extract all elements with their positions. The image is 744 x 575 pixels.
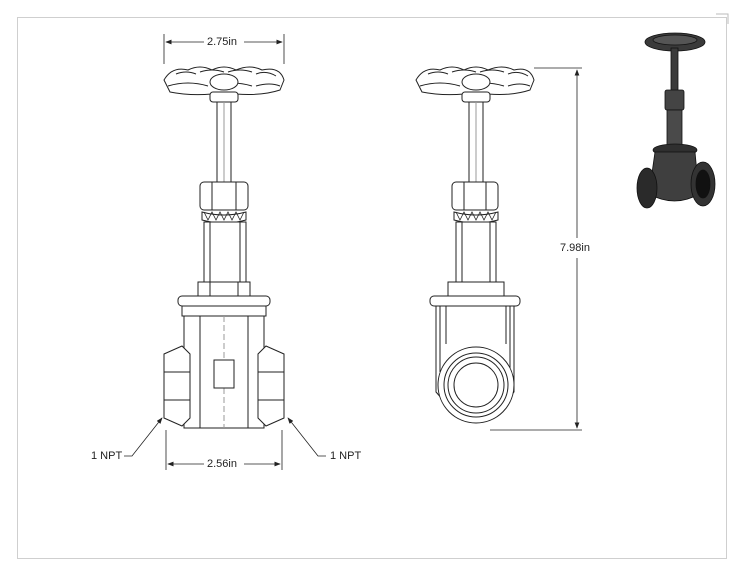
side-stem xyxy=(468,101,484,183)
front-bonnet xyxy=(197,221,251,297)
side-packing-nut xyxy=(451,181,499,224)
side-body xyxy=(429,295,521,424)
dimension-lines xyxy=(124,34,582,470)
callout-left-thread: 1 NPT xyxy=(89,450,125,463)
side-bonnet xyxy=(447,221,505,297)
side-handwheel xyxy=(415,66,535,103)
front-body-flange xyxy=(177,295,271,317)
isometric-thumbnail xyxy=(636,32,716,209)
dimension-body-width: 2.56in xyxy=(205,458,239,471)
dimension-handwheel-width: 2.75in xyxy=(205,36,239,49)
front-packing-nut xyxy=(199,181,249,224)
front-stem xyxy=(216,101,232,183)
callout-right-thread: 1 NPT xyxy=(328,450,364,463)
dimension-overall-height: 7.98in xyxy=(558,242,592,255)
front-left-hex-end xyxy=(163,345,191,427)
side-view xyxy=(415,66,535,424)
sheet-border xyxy=(17,17,727,559)
front-right-hex-end xyxy=(257,345,285,427)
front-body xyxy=(183,315,265,429)
front-view xyxy=(163,66,285,429)
sheet-corner-mark xyxy=(716,13,729,24)
front-handwheel xyxy=(163,66,285,103)
